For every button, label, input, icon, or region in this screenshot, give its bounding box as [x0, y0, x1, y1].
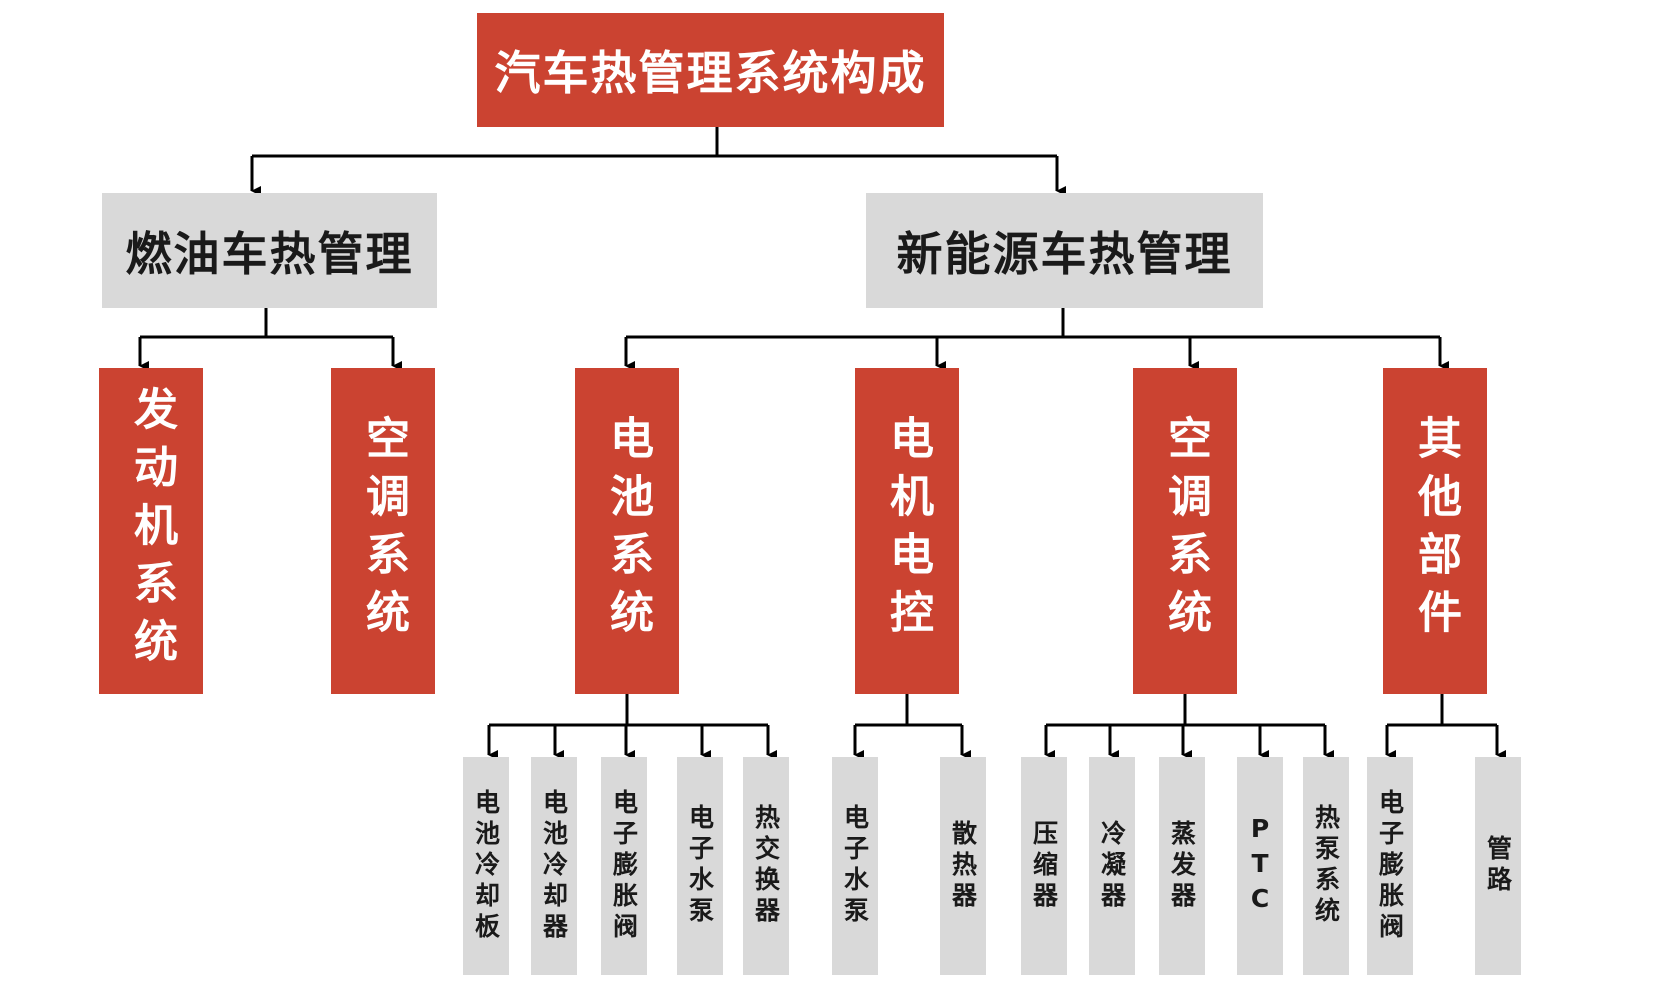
system-engine: 发动机系统: [99, 368, 203, 694]
part-heat-pump-system: 热泵系统: [1303, 757, 1349, 975]
system-motor-control: 电机电控: [855, 368, 959, 694]
part-electronic-expansion-valve: 电子膨胀阀: [601, 757, 647, 975]
part-ptc: PTC: [1237, 757, 1283, 975]
branch-new-energy-vehicle: 新能源车热管理: [866, 193, 1263, 308]
branch-fuel-vehicle: 燃油车热管理: [102, 193, 437, 308]
part-electronic-water-pump-motor: 电子水泵: [832, 757, 878, 975]
part-compressor: 压缩器: [1021, 757, 1067, 975]
part-condenser: 冷凝器: [1089, 757, 1135, 975]
system-other-parts: 其他部件: [1383, 368, 1487, 694]
part-pipeline: 管路: [1475, 757, 1521, 975]
root-node: 汽车热管理系统构成: [477, 13, 944, 127]
part-evaporator: 蒸发器: [1159, 757, 1205, 975]
part-battery-cooling-plate: 电池冷却板: [463, 757, 509, 975]
system-air-conditioning-ev: 空调系统: [1133, 368, 1237, 694]
system-air-conditioning-fuel: 空调系统: [331, 368, 435, 694]
part-electronic-water-pump: 电子水泵: [677, 757, 723, 975]
part-heat-exchanger: 热交换器: [743, 757, 789, 975]
part-battery-cooler: 电池冷却器: [531, 757, 577, 975]
part-electronic-expansion-valve-other: 电子膨胀阀: [1367, 757, 1413, 975]
system-battery: 电池系统: [575, 368, 679, 694]
part-radiator: 散热器: [940, 757, 986, 975]
